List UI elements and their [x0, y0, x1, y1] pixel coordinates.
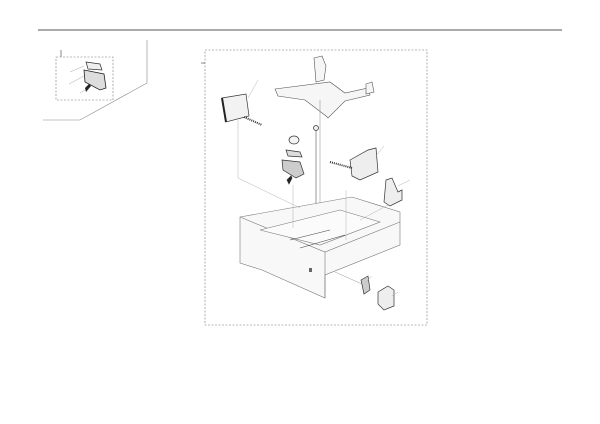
- pickup-roller-parts: [281, 100, 321, 230]
- leader-lines: [237, 79, 411, 297]
- inset-detail: [43, 40, 148, 121]
- lever-part: [383, 177, 403, 207]
- front-latch-parts: [334, 271, 395, 311]
- main-assembly: [201, 49, 428, 326]
- right-guide-part: [329, 147, 379, 181]
- rear-guide-part: [274, 55, 375, 119]
- inset-callout-lines: [43, 40, 148, 121]
- inset-frame: [55, 56, 114, 101]
- left-guide-part: [221, 93, 263, 126]
- cassette-tray: [239, 196, 401, 299]
